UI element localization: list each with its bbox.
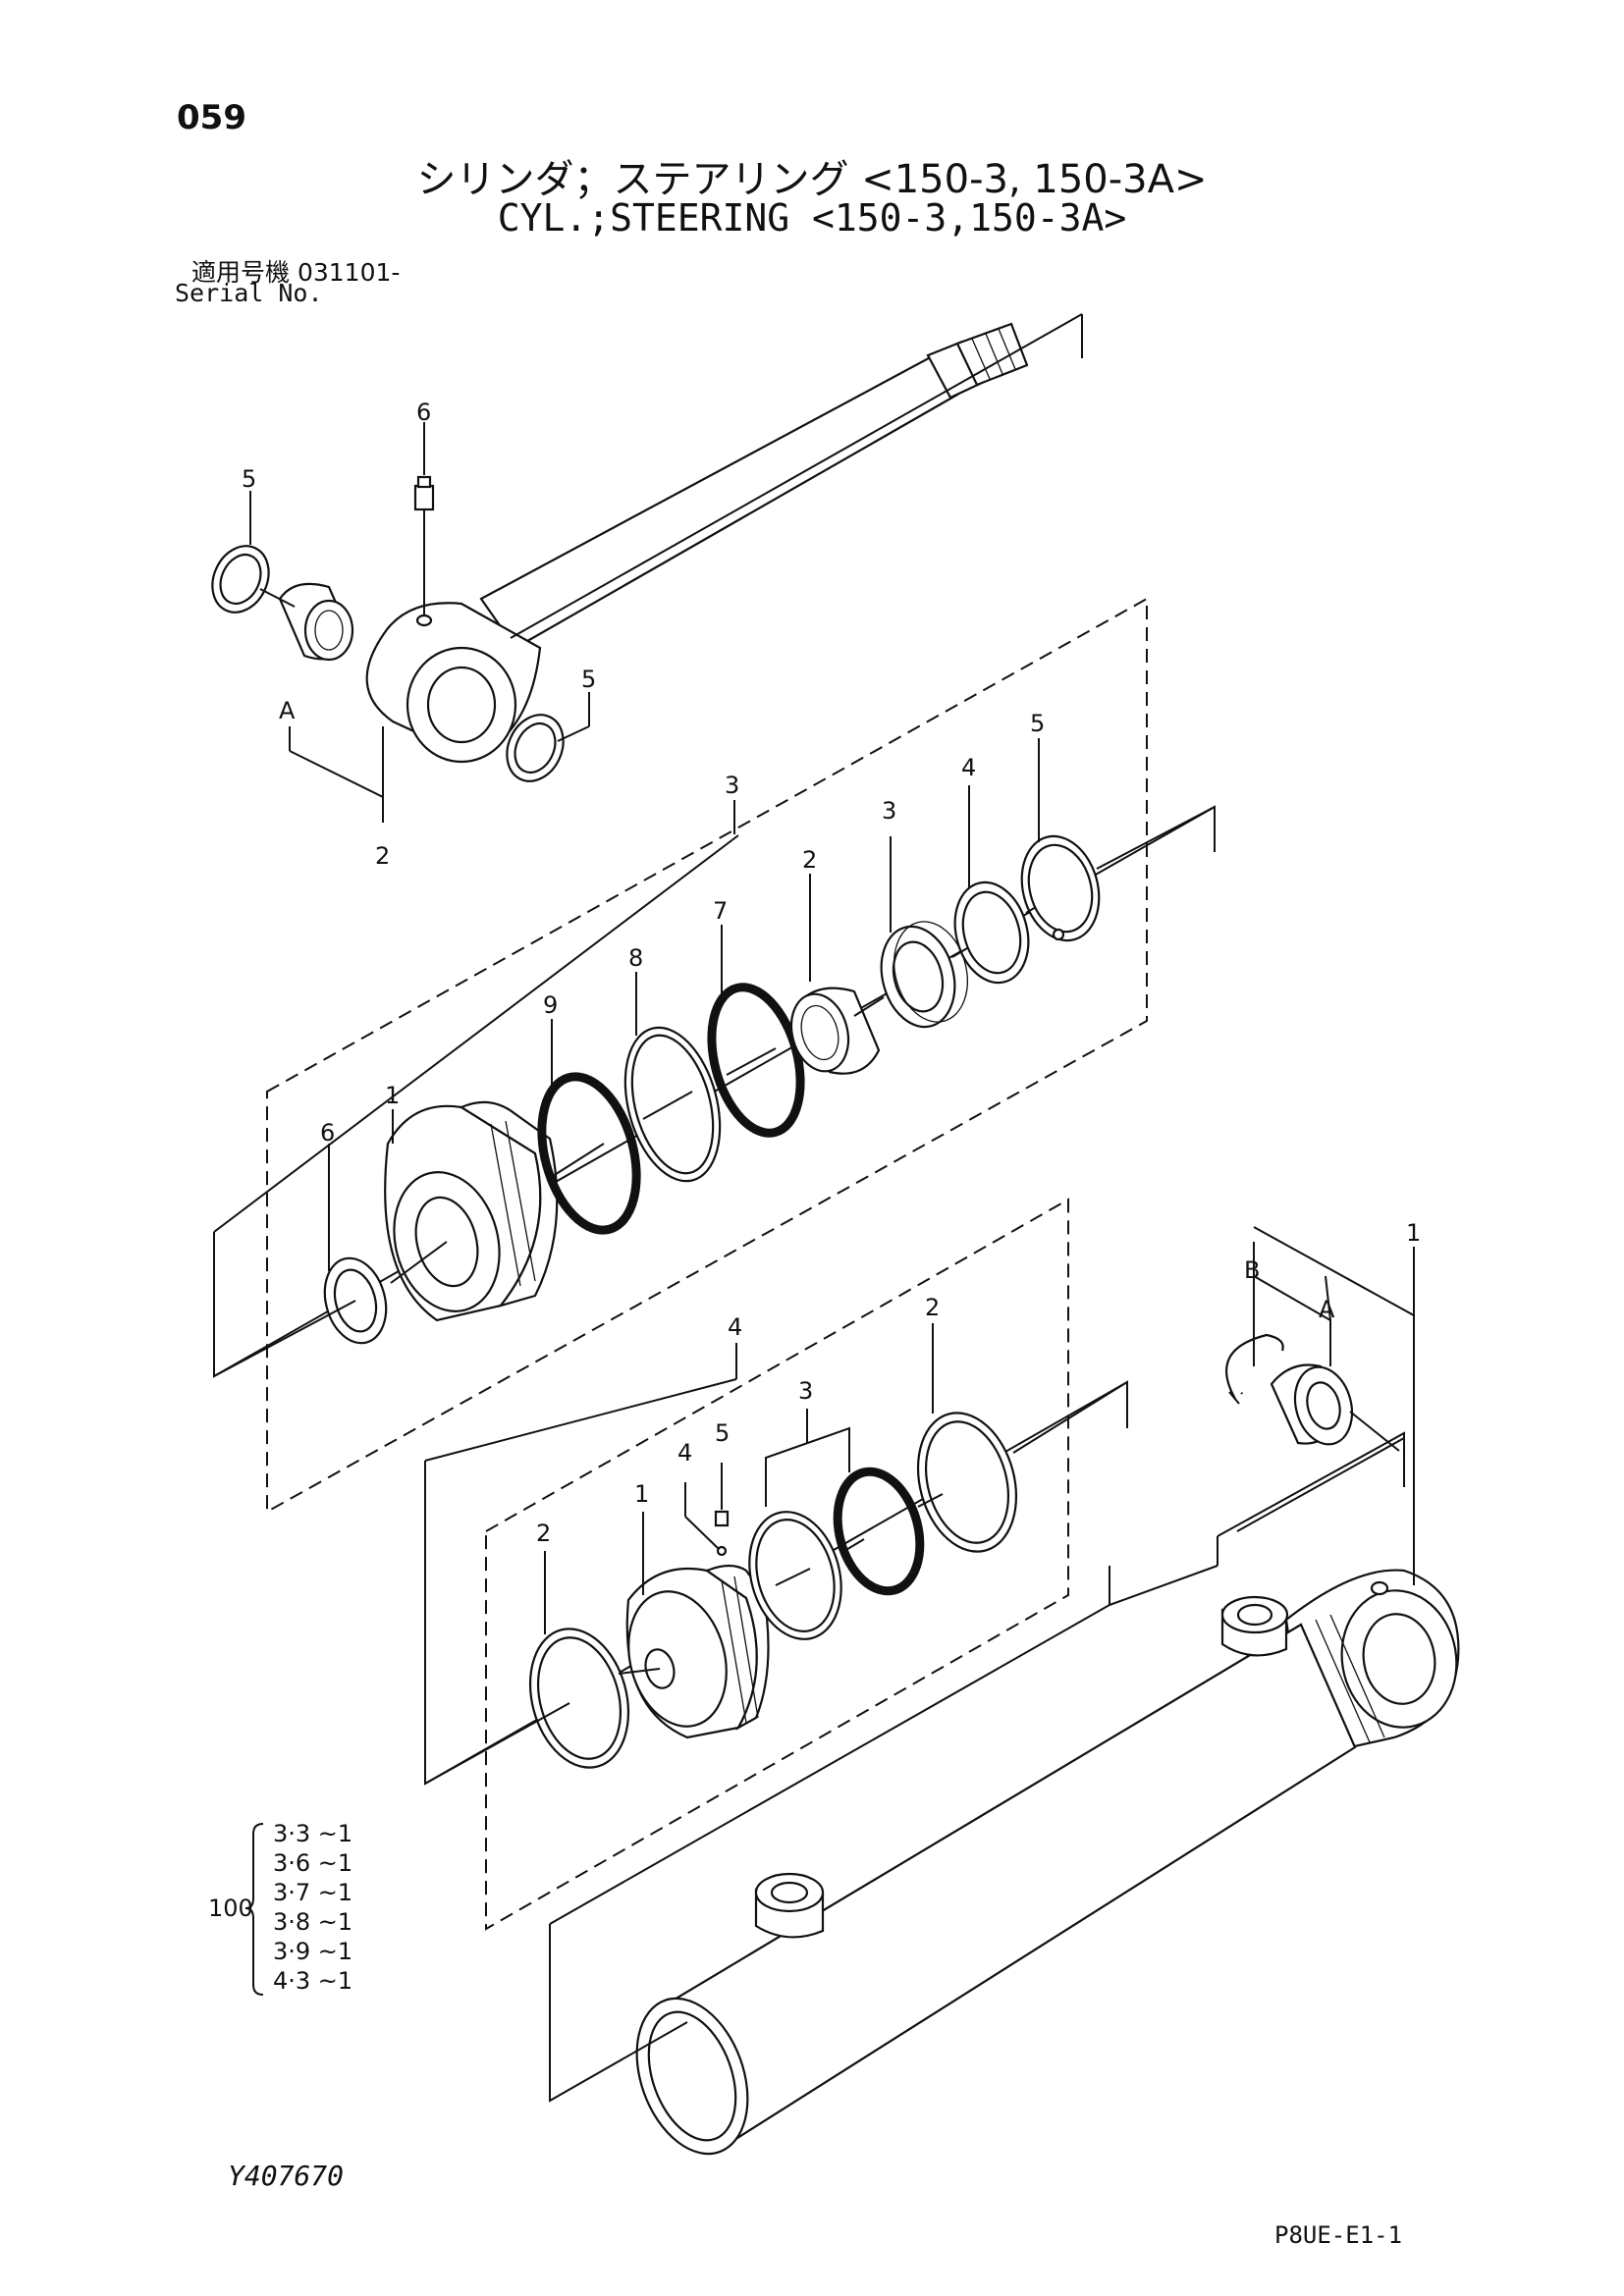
rod-assembly: 6 5 5 A 2 [211,313,1083,870]
kit-item-1: 3·3 ~1 [273,1820,352,1847]
callout-rod-bush-group: A [279,697,296,724]
piston-o-ring [833,1467,925,1596]
seal-kit: 100 3·3 ~1 3·6 ~1 3·7 ~1 3·8 ~1 3·9 ~1 4… [208,1820,352,1996]
rod-eye-bore [426,666,497,744]
callout-gland-seal-6: 6 [320,1119,335,1147]
callout-gland-group: 3 [725,772,739,799]
kit-item-2: 3·6 ~1 [273,1849,352,1877]
callout-rod-ring-left: 5 [242,465,256,493]
callout-tube-assembly: 1 [1406,1219,1421,1247]
kit-item-6: 4·3 ~1 [273,1967,352,1995]
callout-piston-screw: 5 [715,1419,730,1447]
callout-gland-bush: 2 [802,846,817,874]
callout-gland-ring-8: 8 [628,944,643,972]
tube-eye-bore [1362,1613,1436,1705]
callout-gland-retainer: 5 [1030,710,1045,737]
kit-item-3: 3·7 ~1 [273,1879,352,1906]
title-japanese: シリンダ；ステアリング <150-3, 150-3A> [416,157,1208,202]
callout-piston-body: 1 [634,1480,649,1508]
callout-piston-wear-ring: 2 [925,1294,940,1321]
kit-item-5: 3·9 ~1 [273,1938,352,1965]
callout-piston-group: 4 [728,1313,742,1341]
kit-item-4: 3·8 ~1 [273,1908,352,1936]
callout-gland-ring-3: 3 [882,797,896,825]
kit-brace [244,1823,264,1996]
callout-piston-seal-group: 3 [798,1377,813,1405]
callout-gland-o-ring-7: 7 [713,897,728,925]
title-english: CYL.;STEERING <150-3,150-3A> [497,196,1127,240]
piston-set-screw [714,1510,730,1527]
callout-piston-ball: 4 [677,1439,692,1467]
callout-piston-ring-left: 2 [536,1520,551,1547]
callout-gland-body: 1 [385,1082,400,1109]
cylinder-tube-assembly: 1 B A [549,1219,1460,2156]
callout-gland-o-ring-9: 9 [543,991,558,1019]
drawing-number: Y407670 [228,2160,345,2192]
gland-dashed-frame [266,597,1148,1514]
rod-thread [955,322,1029,387]
kit-number: 100 [208,1895,253,1922]
grease-fitting [413,484,435,511]
piston-group: 4 2 1 5 [424,1198,1128,1931]
document-code: P8UE-E1-1 [1274,2221,1403,2249]
serial-label-japanese: 適用号機 031101- [191,258,401,287]
gland-group: 3 [213,597,1216,1514]
rod-bush-face [303,599,354,662]
serial-label-english: Serial No. [175,279,323,307]
callout-rod-ring-right: 5 [581,666,596,693]
callout-rod-assembly: 2 [375,842,390,870]
callout-tube-snap-b: B [1244,1256,1260,1284]
piston-dashed-frame [485,1198,1069,1931]
piston-steel-ball [716,1545,728,1557]
rod-eye-grease-hole [415,614,433,627]
callout-gland-ring-4: 4 [961,754,976,781]
gland-o-ring-9 [537,1072,641,1235]
piston-rod-shaft [479,351,959,650]
callout-tube-bush-a: A [1319,1296,1335,1323]
callout-rod-grease: 6 [416,399,431,426]
page-number: 059 [177,98,246,137]
